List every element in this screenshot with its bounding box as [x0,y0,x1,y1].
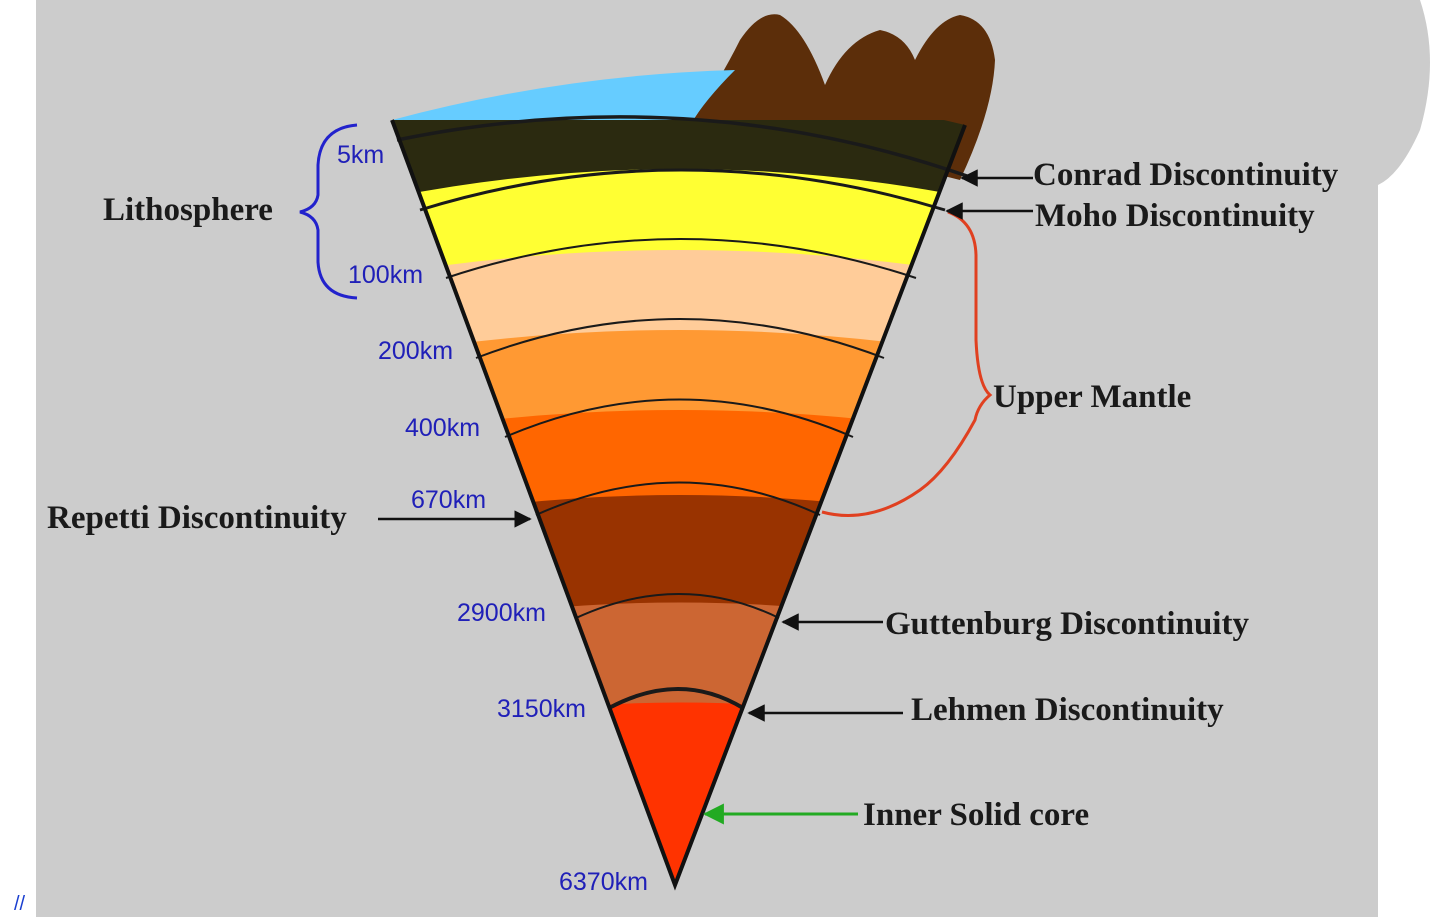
repetti-label: Repetti Discontinuity [47,500,347,536]
depth-label-670km: 670km [411,486,486,514]
depth-label-100km: 100km [348,261,423,289]
depth-label-6370km: 6370km [559,868,648,896]
boundary-3150km [608,687,745,710]
background-blob [1378,0,1430,185]
guttenburg-label: Guttenburg Discontinuity [885,606,1249,642]
moho-label: Moho Discontinuity [1035,198,1315,234]
upper-mantle-label: Upper Mantle [993,379,1191,415]
boundary-2900km [575,593,780,619]
conrad-boundary-line [396,115,968,178]
inner-core-label: Inner Solid core [863,797,1089,833]
upper-mantle-brace [821,210,993,518]
depth-label-2900km: 2900km [457,599,546,627]
conrad-label: Conrad Discontinuity [1033,157,1339,193]
depth-label-200km: 200km [378,337,453,365]
footer-link-text[interactable]: // [14,893,26,915]
depth-label-3150km: 3150km [497,695,586,723]
boundary-400km [504,398,854,438]
wedge-outline [390,119,967,891]
depth-label-5km: 5km [337,141,384,169]
depth-labels: 5km 100km 200km 400km 670km 2900km 3150k… [337,141,648,896]
depth-label-400km: 400km [405,414,480,442]
moho-boundary-line [419,168,946,212]
lithosphere-label: Lithosphere [103,192,273,228]
boundary-200km [475,318,885,359]
boundary-670km [535,481,821,516]
lehmen-label: Lehmen Discontinuity [911,692,1224,728]
boundary-100km [445,238,917,279]
layer-boundaries [396,115,968,710]
lithosphere-brace [299,123,358,300]
